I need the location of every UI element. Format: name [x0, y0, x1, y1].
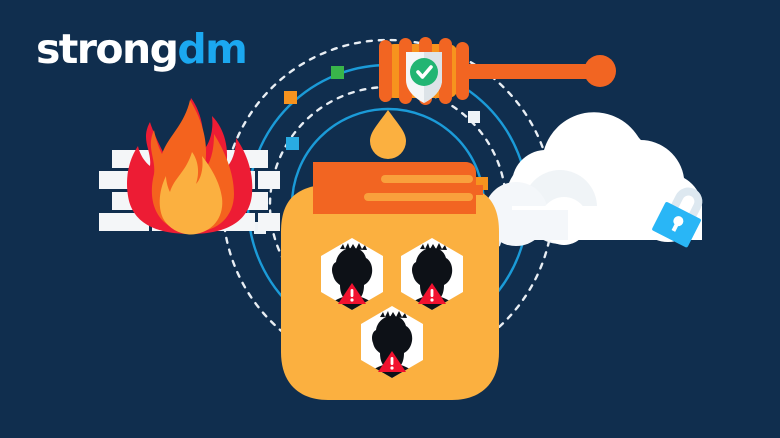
brick [99, 213, 149, 231]
jar-lid-tab [473, 185, 483, 195]
honey-drop-icon [370, 110, 406, 159]
dipper-ridge [439, 38, 452, 104]
jar-lid-stripe-bottom [364, 193, 473, 201]
jar-lid [313, 162, 483, 214]
flame [127, 98, 253, 235]
padlock-shackle-icon [670, 187, 703, 219]
dipper-handle [440, 64, 600, 79]
honeycomb-cell [321, 238, 383, 310]
logo-word-strong: strong [36, 25, 179, 73]
warning-triangle-icon [338, 283, 366, 304]
attacker-silhouette-icon [362, 311, 422, 378]
check-icon [416, 65, 433, 79]
padlock-keyhole-stem-icon [671, 222, 680, 232]
honey-dipper [379, 37, 616, 105]
node-green-top-icon [331, 66, 344, 79]
jar-body [281, 184, 499, 400]
verified-badge-icon [410, 58, 438, 86]
warning-triangle-icon [418, 283, 446, 304]
dipper-ridge [379, 40, 392, 102]
strongdm-logo[interactable]: strongdm [36, 25, 248, 73]
node-orange-left-icon [284, 91, 297, 104]
padlock [652, 187, 703, 248]
brick [258, 213, 280, 231]
honeycomb-cell [401, 238, 463, 310]
flame-inner-layer [159, 152, 223, 235]
dipper-ridge [456, 42, 469, 100]
attacker-silhouette-icon [402, 243, 462, 310]
logo-text: strongdm [36, 25, 248, 73]
cloud-base-shade [508, 210, 568, 240]
warning-triangle-icon [378, 351, 406, 372]
attacker-silhouette-icon [322, 243, 382, 310]
dipper-handle-knob [584, 55, 616, 87]
brick [258, 171, 280, 189]
honeycomb-cell [361, 306, 423, 378]
node-blue-left-icon [286, 137, 299, 150]
jar-lid-stripe-top [381, 175, 473, 183]
node-white-right-icon [468, 111, 480, 123]
logo-word-dm: dm [177, 25, 247, 73]
